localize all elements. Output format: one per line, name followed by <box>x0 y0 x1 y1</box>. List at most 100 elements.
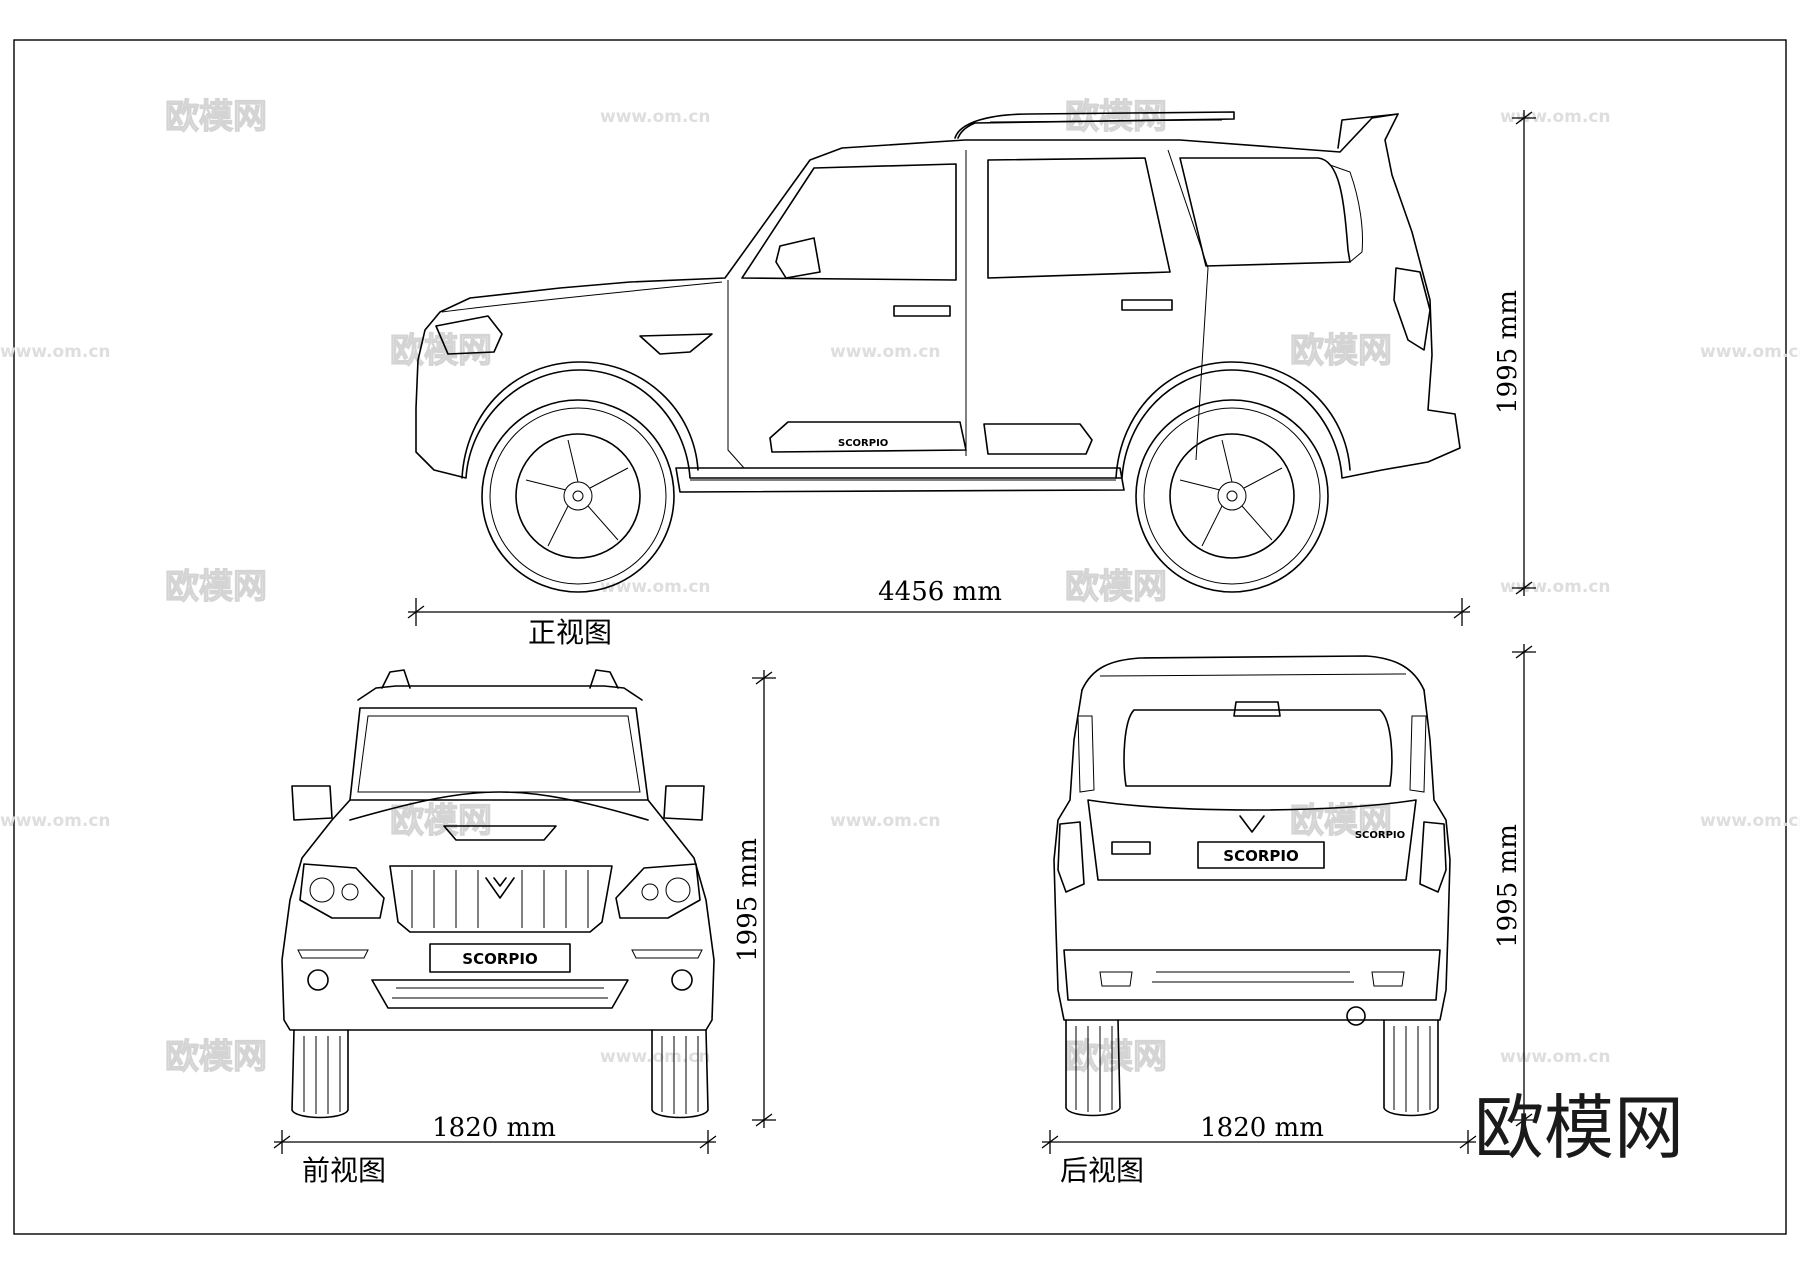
side-height-dimension: 1995 mm <box>1493 110 1536 596</box>
side-step <box>675 467 1125 493</box>
tailgate <box>1087 799 1417 881</box>
watermark-brand: 欧模网 <box>1290 331 1392 371</box>
front-roof <box>357 685 643 701</box>
tailgate-brand-emblem-icon <box>1239 815 1265 833</box>
side-length-dimension: 4456 mm <box>407 577 1471 626</box>
side-headlamp <box>435 315 503 355</box>
front-right-headlamp <box>615 863 701 919</box>
watermark-brand: 欧模网 <box>165 97 267 137</box>
front-view-caption: 前视图 <box>302 1154 386 1187</box>
grille-slats <box>411 870 589 928</box>
front-right-tyre <box>651 1029 709 1119</box>
side-body-outline <box>415 113 1461 479</box>
watermark-url: www.om.cn <box>0 811 111 831</box>
side-mirror <box>775 237 821 279</box>
front-door-handle <box>893 305 951 317</box>
rear-door-trim-strip <box>983 423 1093 455</box>
front-view: SCORPIO 1820 mm 1995 mm <box>273 669 776 1187</box>
watermark-url: www.om.cn <box>600 577 711 597</box>
front-roof-rail-left <box>381 669 411 689</box>
front-bonnet <box>349 791 649 821</box>
rear-bumper <box>1063 949 1441 1001</box>
front-left-tyre <box>291 1029 349 1119</box>
rear-door-line-b <box>1167 149 1209 461</box>
rear-badge: SCORPIO <box>1355 830 1405 841</box>
rear-right-tail-lamp <box>1419 821 1447 893</box>
watermark-url: www.om.cn <box>600 107 711 127</box>
roof-rail <box>954 111 1235 139</box>
front-left-fog-lamp <box>307 969 329 991</box>
front-body-outline <box>281 799 715 1031</box>
rear-right-tyre-tread <box>1393 1026 1431 1112</box>
side-length-label: 4456 mm <box>878 577 1002 607</box>
rear-right-tyre <box>1383 1019 1439 1117</box>
rear-right-upper-lamp <box>1409 715 1427 793</box>
corner-site-logo: 欧模网 <box>1474 1087 1684 1169</box>
rear-spoiler <box>1337 113 1399 149</box>
front-plate-text: SCORPIO <box>462 950 537 968</box>
rear-left-tyre <box>1065 1019 1121 1117</box>
tailgate-handle <box>1111 841 1151 855</box>
front-left-tyre-tread <box>303 1036 341 1114</box>
watermark-url: www.om.cn <box>1500 1047 1611 1067</box>
c-pillar-trim <box>1329 164 1363 263</box>
watermark-url: www.om.cn <box>830 342 941 362</box>
front-left-mirror <box>291 785 333 821</box>
rear-bumper-step <box>1152 971 1354 983</box>
side-view-caption: 正视图 <box>528 616 612 649</box>
side-tail-lamp <box>1393 267 1431 351</box>
front-window <box>741 163 957 281</box>
bonnet-scoop <box>443 825 557 841</box>
rear-left-upper-lamp <box>1077 715 1095 793</box>
rear-roof-rail <box>1099 673 1407 677</box>
rear-roof <box>1081 655 1425 691</box>
front-right-tyre-tread <box>661 1036 699 1114</box>
front-width-dimension: 1820 mm <box>273 1113 717 1154</box>
rear-width-dimension: 1820 mm <box>1041 1113 1477 1154</box>
front-roof-rail-right <box>589 669 619 689</box>
front-grille <box>389 865 613 933</box>
watermark-brand: 欧模网 <box>1065 567 1167 607</box>
roof-crossbar <box>989 119 1223 123</box>
front-right-fog-lamp <box>671 969 693 991</box>
rear-fender-arch <box>1115 361 1351 479</box>
front-left-drl <box>297 949 369 959</box>
front-width-label: 1820 mm <box>432 1113 556 1143</box>
side-front-wheel <box>481 399 675 593</box>
side-door-badge: SCORPIO <box>838 438 888 449</box>
rear-view: SCORPIO SCORPIO 1820 mm 1995 mm <box>1041 644 1536 1187</box>
drawing-border <box>13 39 1787 1235</box>
side-rear-wheel <box>1135 399 1329 593</box>
front-lower-bumper <box>371 979 629 1009</box>
side-view: SCORPIO <box>407 110 1536 649</box>
watermark-layer: 欧模网 欧模网 欧模网 欧模网 欧模网 欧模网 欧模网 欧模网 欧模网 欧模网 … <box>0 96 1800 1077</box>
watermark-brand: 欧模网 <box>390 801 492 841</box>
door-trim-strip <box>769 421 967 453</box>
front-height-dimension: 1995 mm <box>733 670 776 1128</box>
front-left-headlamp <box>299 863 385 919</box>
front-right-drl <box>631 949 703 959</box>
rear-width-label: 1820 mm <box>1200 1113 1324 1143</box>
watermark-brand: 欧模网 <box>165 567 267 607</box>
rear-window <box>1179 157 1351 267</box>
front-fender-arch <box>461 361 699 479</box>
front-door-line <box>727 280 745 469</box>
watermark-url: www.om.cn <box>600 1047 711 1067</box>
rear-number-plate <box>1197 841 1325 869</box>
rear-wiper-pod <box>1233 701 1281 717</box>
exhaust-pipe <box>1346 1006 1366 1026</box>
watermark-url: www.om.cn <box>0 342 111 362</box>
side-height-label: 1995 mm <box>1493 290 1523 414</box>
rear-right-reflector <box>1371 971 1405 987</box>
watermark-url: www.om.cn <box>1500 107 1611 127</box>
watermark-brand: 欧模网 <box>1065 1037 1167 1077</box>
front-lower-grille <box>392 987 608 999</box>
bonnet-line <box>441 281 723 313</box>
front-right-mirror <box>663 785 705 821</box>
front-number-plate <box>429 943 571 973</box>
watermark-brand: 欧模网 <box>165 1037 267 1077</box>
watermark-url: www.om.cn <box>1700 811 1800 831</box>
rear-height-label: 1995 mm <box>1493 824 1523 948</box>
rear-left-tyre-tread <box>1075 1026 1113 1112</box>
